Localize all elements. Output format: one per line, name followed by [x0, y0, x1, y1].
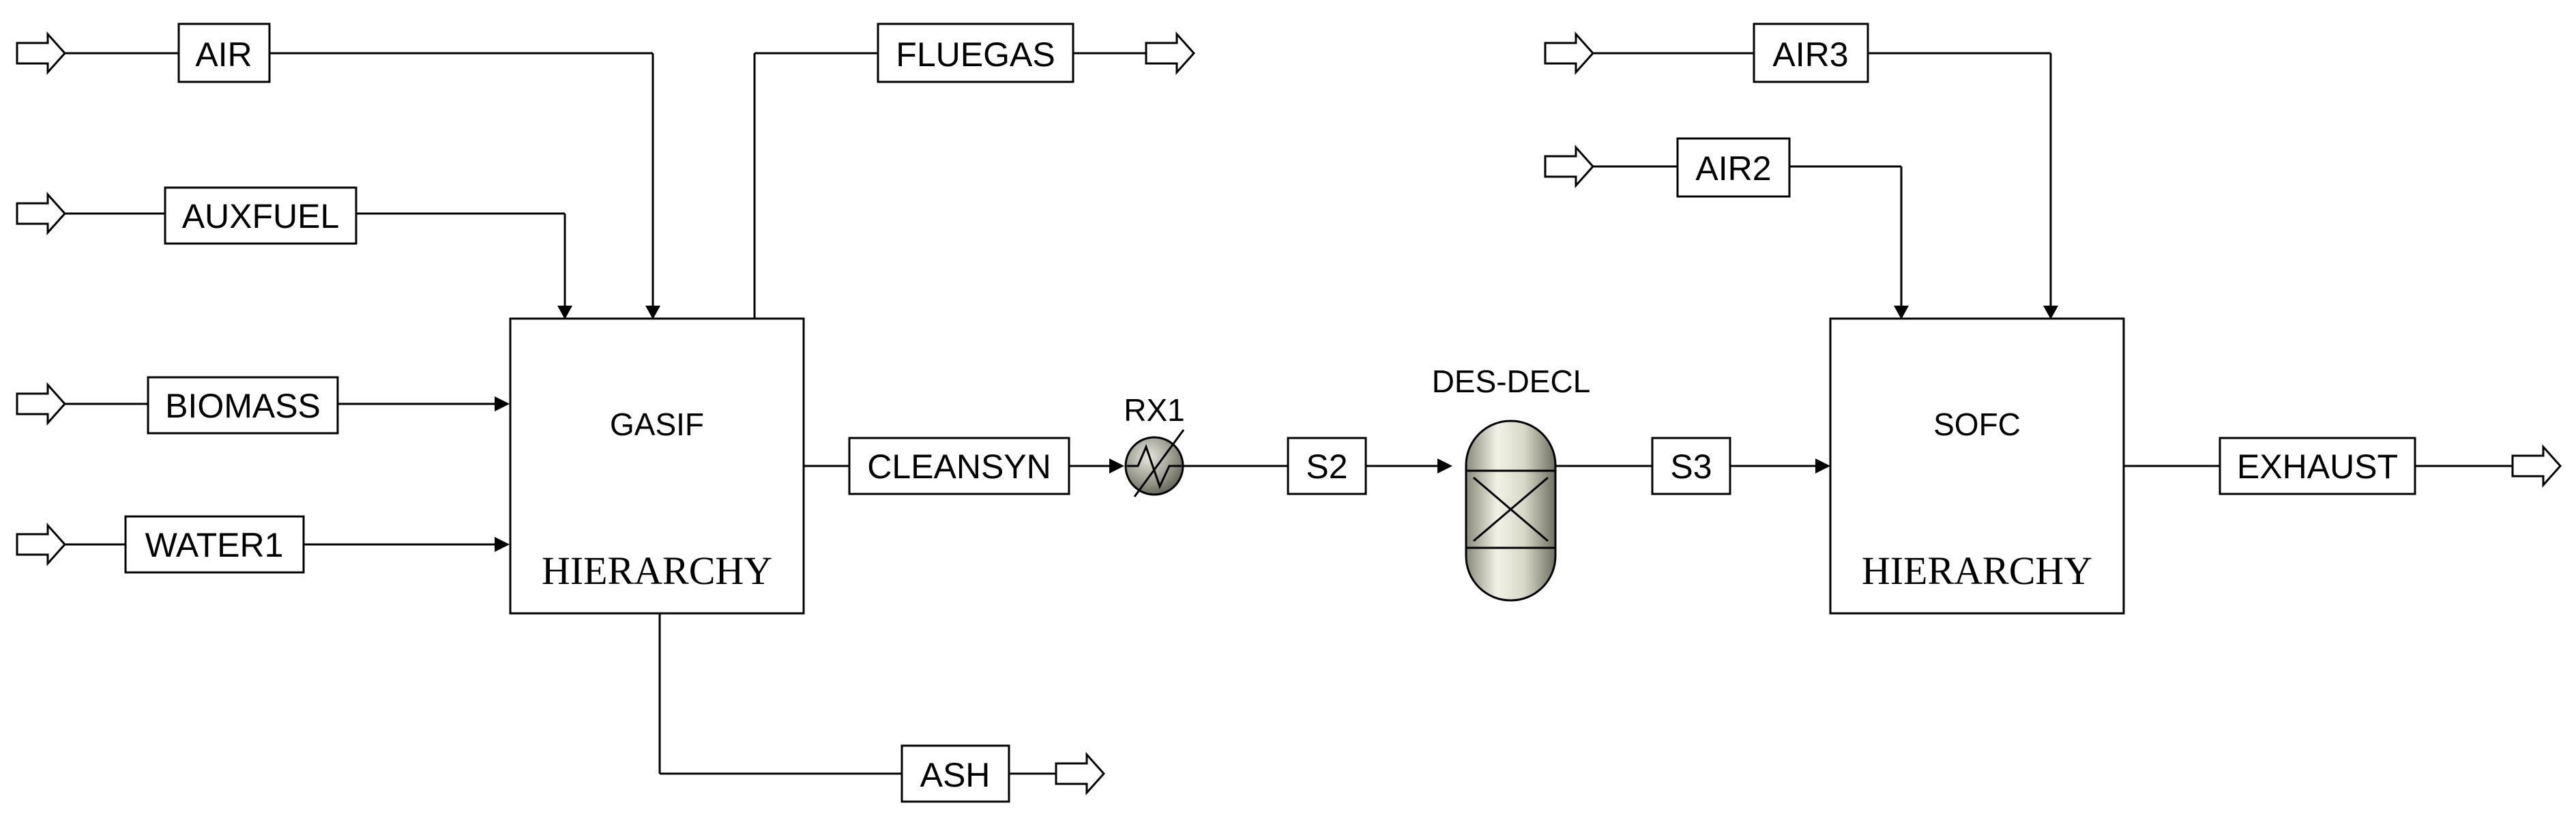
stream-label: FLUEGAS [896, 35, 1055, 74]
stream-water1[interactable]: WATER1 [16, 515, 510, 574]
stream-label-box [901, 744, 1010, 803]
sofc-block-type: HIERARCHY [1862, 549, 2092, 593]
arrowhead-icon [1437, 458, 1452, 473]
reactor-vessel-icon [1465, 420, 1557, 602]
des-decl-reactor[interactable]: DES-DECL [1432, 364, 1591, 602]
stream-label: AIR [195, 35, 252, 74]
stream-label-box [1676, 137, 1791, 198]
stream-label: WATER1 [145, 526, 284, 564]
reactor-bed-cross [1473, 476, 1549, 542]
arrowhead-icon [1894, 306, 1909, 319]
stream-label: AIR3 [1772, 35, 1848, 74]
sofc-block-frame [1829, 317, 2125, 615]
feed-arrow-icon [16, 382, 67, 426]
stream-label: ASH [920, 756, 991, 794]
stream-label-box [1651, 437, 1731, 495]
gasif-block-frame [509, 317, 805, 615]
stream-fluegas[interactable]: FLUEGAS [753, 23, 1196, 319]
stream-label-box [164, 186, 357, 245]
stream-label: AUXFUEL [182, 197, 340, 235]
stream-label-box [147, 376, 339, 435]
feed-arrow-icon [16, 192, 67, 235]
feed-arrow-icon [16, 523, 67, 566]
stream-exhaust[interactable]: EXHAUST [2124, 437, 2562, 495]
stream-s3[interactable]: S3 [1555, 437, 1830, 495]
arrowhead-icon [495, 396, 510, 411]
stream-label: S2 [1306, 448, 1347, 486]
stream-ash[interactable]: ASH [658, 613, 1106, 803]
feed-arrow-icon [16, 31, 67, 75]
arrowhead-icon [645, 306, 660, 319]
stream-air2[interactable]: AIR2 [1544, 137, 1909, 319]
gasif-block[interactable]: GASIF HIERARCHY [509, 317, 805, 615]
stream-label-box [1753, 23, 1869, 83]
stream-label-box [124, 515, 305, 574]
stream-label: EXHAUST [2237, 448, 2398, 486]
sofc-block-name: SOFC [1933, 407, 2021, 442]
gasif-block-type: HIERARCHY [542, 549, 772, 593]
feed-arrow-icon [1544, 31, 1595, 75]
stream-label-box [2219, 437, 2416, 495]
stream-s2[interactable]: S2 [1183, 437, 1452, 495]
stream-label-box [1287, 437, 1367, 495]
stream-cleansyn[interactable]: CLEANSYN [804, 437, 1124, 495]
stream-label: BIOMASS [165, 387, 321, 425]
stream-auxfuel[interactable]: AUXFUEL [16, 186, 572, 319]
stream-biomass[interactable]: BIOMASS [16, 376, 510, 435]
product-arrow-icon [1145, 31, 1196, 75]
feed-arrow-icon [1544, 145, 1595, 188]
heater-slash-icon [1133, 429, 1185, 497]
stream-label: AIR2 [1695, 149, 1771, 188]
stream-label-box [177, 23, 271, 83]
arrowhead-icon [495, 537, 510, 552]
stream-air[interactable]: AIR [16, 23, 660, 319]
arrowhead-icon [1109, 458, 1124, 473]
arrowhead-icon [2043, 306, 2058, 319]
rx1-heater[interactable]: RX1 [1124, 392, 1185, 497]
stream-label: S3 [1670, 448, 1712, 486]
stream-label-box [848, 437, 1070, 495]
stream-label-box [877, 23, 1074, 83]
gasif-block-name: GASIF [610, 407, 704, 442]
product-arrow-icon [1055, 752, 1106, 795]
product-arrow-icon [2511, 444, 2562, 488]
arrowhead-icon [1815, 458, 1830, 473]
arrowhead-icon [557, 306, 572, 319]
sofc-block[interactable]: SOFC HIERARCHY [1829, 317, 2125, 615]
des-decl-label: DES-DECL [1432, 364, 1591, 399]
stream-air3[interactable]: AIR3 [1544, 23, 2058, 319]
rx1-label: RX1 [1124, 392, 1184, 428]
stream-label: CLEANSYN [867, 448, 1051, 486]
heater-coil-icon [1127, 443, 1182, 489]
